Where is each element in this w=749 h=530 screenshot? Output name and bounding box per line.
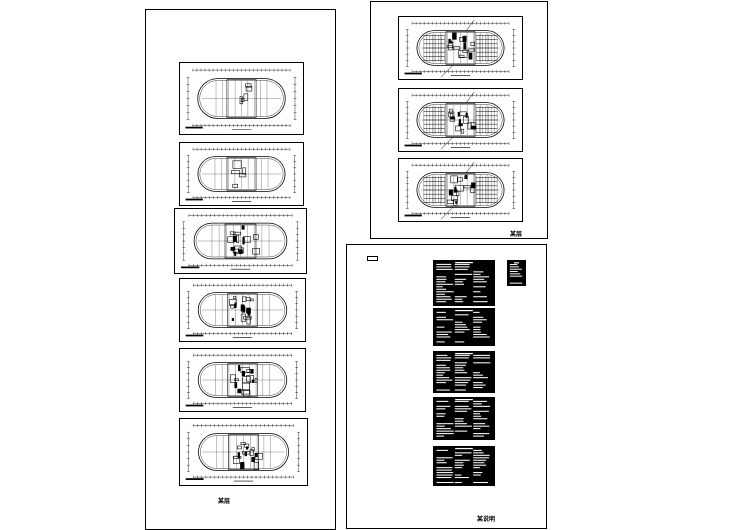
floor-plan-9 <box>398 158 523 222</box>
drawing-sheet-bottom-right: 某说明 <box>346 244 547 529</box>
floor-plan-3 <box>174 208 307 274</box>
notes-table-5 <box>433 446 495 486</box>
floor-plan-7 <box>398 16 523 80</box>
notes-table-4 <box>433 397 495 440</box>
notes-table-2 <box>433 308 495 346</box>
floor-plan-6 <box>179 418 308 486</box>
floor-plan-1 <box>179 62 304 135</box>
floor-plan-8 <box>398 88 523 152</box>
drawing-sheet-left: 某层 <box>145 9 336 530</box>
floor-plan-2 <box>179 142 304 206</box>
floor-plan-4 <box>179 278 306 342</box>
notes-table-3 <box>433 351 495 393</box>
notes-table-1 <box>433 260 495 306</box>
drawing-sheet-top-right: 某层 <box>370 1 548 239</box>
sheet-label: 某说明 <box>477 516 496 523</box>
sheet-label: 某层 <box>218 498 231 505</box>
sheet-label: 某层 <box>510 231 523 238</box>
title-block-mark <box>367 256 378 261</box>
floor-plan-5 <box>179 348 306 412</box>
notes-table-side <box>507 260 526 286</box>
